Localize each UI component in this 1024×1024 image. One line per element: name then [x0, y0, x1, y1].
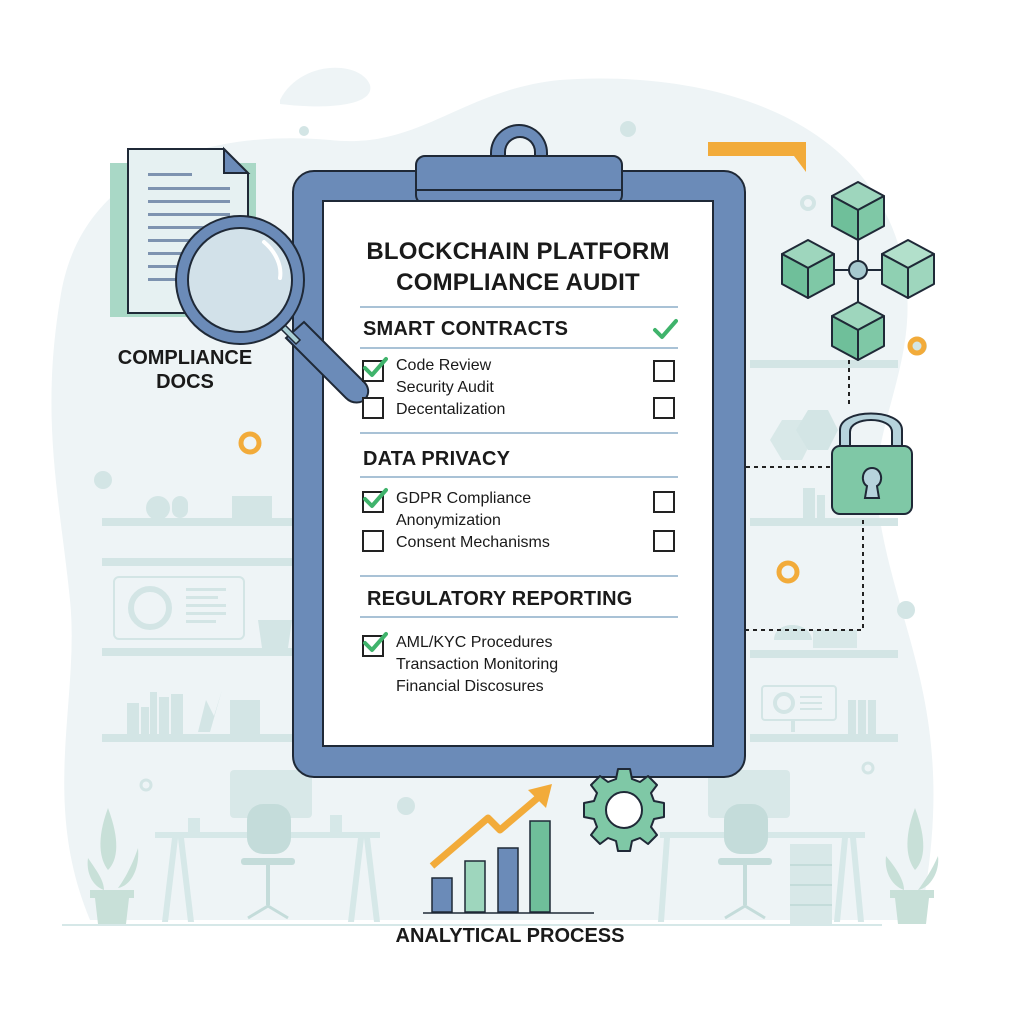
- item-aml-kyc: AML/KYC Procedures: [396, 634, 553, 651]
- checkbox-code-review-right[interactable]: [653, 360, 675, 382]
- flag-icon: [708, 142, 806, 172]
- divider: [360, 347, 678, 349]
- title-line-2: COMPLIANCE AUDIT: [396, 269, 640, 296]
- item-financial-disclosures: Financial Discosures: [396, 678, 544, 695]
- section-heading-regulatory-reporting: REGULATORY REPORTING: [367, 588, 633, 610]
- item-security-audit: Security Audit: [396, 379, 494, 396]
- checklist-paper: [322, 200, 714, 747]
- clipboard-clip: [415, 155, 623, 205]
- section-complete-check-icon: [653, 319, 678, 339]
- item-anonymization: Anonymization: [396, 512, 501, 529]
- item-code-review: Code Review: [396, 357, 492, 374]
- checkbox-consent-right[interactable]: [653, 530, 675, 552]
- gear-icon: [583, 768, 665, 852]
- compliance-docs-label: COMPLIANCE DOCS: [117, 347, 253, 393]
- item-transaction-monitoring: Transaction Monitoring: [396, 656, 559, 673]
- divider: [360, 575, 678, 577]
- analytical-process-label: ANALYTICAL PROCESS: [395, 925, 625, 947]
- page-title: BLOCKCHAIN PLATFORM COMPLIANCE AUDIT: [322, 236, 714, 298]
- padlock-icon: [831, 412, 913, 515]
- item-decentralization: Decentalization: [396, 401, 506, 418]
- blockchain-network-icon: [781, 181, 935, 361]
- checkbox-gdpr-right[interactable]: [653, 491, 675, 513]
- divider: [360, 476, 678, 478]
- check-icon: [363, 357, 388, 377]
- title-line-1: BLOCKCHAIN PLATFORM: [366, 238, 670, 265]
- checkbox-consent-mechanisms[interactable]: [362, 530, 384, 552]
- checkbox-decentralization-right[interactable]: [653, 397, 675, 419]
- item-consent-mechanisms: Consent Mechanisms: [396, 534, 550, 551]
- divider: [360, 432, 678, 434]
- bar-chart-icon: [423, 784, 594, 914]
- item-gdpr-compliance: GDPR Compliance: [396, 490, 532, 507]
- check-icon: [363, 632, 388, 652]
- section-heading-data-privacy: DATA PRIVACY: [363, 448, 511, 470]
- magnifying-glass-icon: [175, 215, 370, 404]
- section-heading-smart-contracts: SMART CONTRACTS: [363, 318, 569, 340]
- divider: [360, 616, 678, 618]
- check-icon: [363, 488, 388, 508]
- divider: [360, 306, 678, 308]
- checkbox-decentralization[interactable]: [362, 397, 384, 419]
